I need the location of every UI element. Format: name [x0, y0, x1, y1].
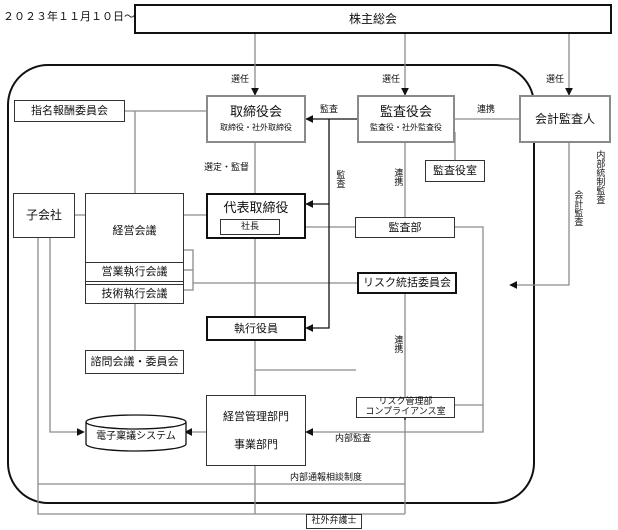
cooperation-label-auditor: 連携 — [477, 105, 496, 115]
risk-compliance-box: リスク管理部 コンプライアンス室 — [356, 397, 455, 418]
audit-office-box: 監査役室 — [425, 160, 485, 182]
audit-board-title: 監査役会 — [379, 105, 432, 121]
business-division-label: 事業部門 — [234, 438, 278, 452]
audit-label-board: 監査 — [320, 105, 339, 115]
risk-management-label: リスク管理部 — [378, 397, 433, 408]
accounting-audit-label: 会計監査 — [572, 190, 583, 226]
president-box: 社長 — [220, 219, 280, 235]
board-of-directors-box: 取締役会 取締役・社外取締役 — [206, 95, 306, 143]
sales-execution-meeting-box: 営業執行会議 — [85, 262, 184, 282]
appoint-supervise-label: 選定・監督 — [204, 163, 250, 173]
representative-director-label: 代表取締役 — [223, 201, 289, 216]
cooperation-label-risk: 連携 — [392, 335, 403, 353]
company-boundary — [7, 64, 535, 504]
audit-board-subtitle: 監査役・社外監査役 — [370, 123, 442, 132]
internal-control-audit-label: 内部統制監査 — [594, 150, 605, 204]
whistleblowing-label: 内部通報相談制度 — [290, 473, 363, 483]
elect-label-audit-board: 選任 — [382, 75, 401, 85]
cooperation-label-audit-dept: 連携 — [392, 168, 403, 186]
shareholders-meeting-box: 株主総会 — [134, 4, 612, 34]
nomination-committee-box: 指名報酬委員会 — [14, 100, 125, 122]
executive-officers-box: 執行役員 — [206, 316, 306, 341]
compliance-office-label: コンプライアンス室 — [365, 406, 446, 417]
board-subtitle: 取締役・社外取締役 — [220, 123, 292, 132]
subsidiary-box: 子会社 — [13, 193, 75, 238]
management-meeting-label: 経営会議 — [112, 224, 157, 237]
audit-label-executives: 監査 — [334, 170, 345, 188]
e-approval-system-label: 電子稟議システム — [96, 431, 176, 442]
internal-audit-label: 内部監査 — [335, 434, 372, 444]
divisions-box: 経営管理部門 事業部門 — [206, 395, 306, 466]
technical-execution-meeting-box: 技術執行会議 — [85, 284, 184, 304]
board-title: 取締役会 — [229, 105, 282, 121]
elect-label-board: 選任 — [231, 75, 250, 85]
management-division-label: 経営管理部門 — [223, 409, 289, 423]
audit-board-box: 監査役会 監査役・社外監査役 — [357, 95, 455, 143]
risk-oversight-committee-box: リスク統括委員会 — [357, 272, 457, 294]
elect-label-auditor: 選任 — [546, 75, 565, 85]
outside-lawyer-box: 社外弁護士 — [306, 514, 362, 529]
e-approval-cylinder — [85, 414, 187, 452]
date-label: ２０２３年１１月１０日〜 — [3, 10, 135, 23]
advisory-committees-box: 諮問会議・委員会 — [85, 350, 184, 374]
audit-department-box: 監査部 — [355, 217, 455, 238]
accounting-auditor-box: 会計監査人 — [519, 95, 611, 143]
